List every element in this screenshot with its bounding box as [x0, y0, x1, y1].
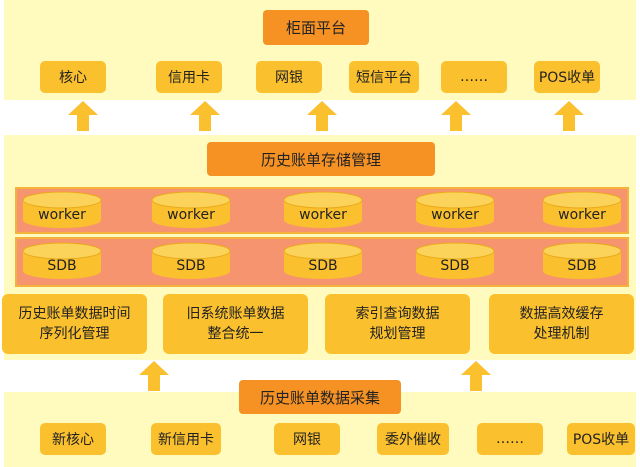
sdb-node: SDB — [22, 242, 102, 280]
top-item-pos: POS收单 — [534, 61, 600, 93]
sdb-label: SDB — [440, 257, 470, 274]
worker-label: worker — [299, 206, 347, 223]
up-arrow-icon — [68, 101, 98, 131]
up-arrow-icon — [139, 361, 169, 391]
module-line: 索引查询数据 — [355, 306, 440, 322]
sdb-node: SDB — [542, 242, 622, 280]
sdb-node: SDB — [151, 242, 231, 280]
sdb-label: SDB — [308, 257, 338, 274]
bottom-item-ellipsis: …… — [477, 423, 543, 455]
worker-label: worker — [38, 206, 86, 223]
up-arrow-icon — [554, 101, 584, 131]
sdb-label: SDB — [47, 257, 77, 274]
worker-label: worker — [167, 206, 215, 223]
worker-node: worker — [283, 191, 363, 229]
module-cache: 数据高效缓存 处理机制 — [489, 294, 634, 354]
up-arrow-icon — [461, 361, 491, 391]
history-bill-storage-header: 历史账单存储管理 — [207, 142, 435, 176]
worker-node: worker — [415, 191, 495, 229]
up-arrow-icon — [441, 101, 471, 131]
worker-label: worker — [431, 206, 479, 223]
module-line: 处理机制 — [533, 326, 590, 342]
module-line: 旧系统账单数据 — [186, 306, 285, 322]
counter-platform-header: 柜面平台 — [263, 10, 369, 45]
worker-node: worker — [542, 191, 622, 229]
up-arrow-icon — [307, 101, 337, 131]
history-bill-collection-header: 历史账单数据采集 — [239, 380, 401, 414]
module-line: 历史账单数据时间 — [18, 306, 131, 322]
module-line: 规划管理 — [369, 326, 426, 342]
bottom-item-online-banking: 网银 — [274, 423, 340, 455]
bottom-item-new-core: 新核心 — [40, 423, 106, 455]
module-line: 序列化管理 — [39, 326, 110, 342]
module-line: 数据高效缓存 — [519, 306, 604, 322]
bottom-item-pos: POS收单 — [567, 423, 635, 455]
module-index-query: 索引查询数据 规划管理 — [325, 294, 470, 354]
sdb-node: SDB — [415, 242, 495, 280]
sdb-node: SDB — [283, 242, 363, 280]
top-item-sms-platform: 短信平台 — [349, 61, 419, 93]
worker-node: worker — [22, 191, 102, 229]
bottom-item-collection-outsourcing: 委外催收 — [377, 423, 449, 455]
top-item-core: 核心 — [40, 61, 106, 93]
worker-label: worker — [558, 206, 606, 223]
top-item-ellipsis: …… — [441, 61, 507, 93]
sdb-label: SDB — [176, 257, 206, 274]
top-item-online-banking: 网银 — [256, 61, 322, 93]
bottom-item-new-credit-card: 新信用卡 — [151, 423, 221, 455]
worker-node: worker — [151, 191, 231, 229]
module-line: 整合统一 — [207, 326, 264, 342]
up-arrow-icon — [190, 101, 220, 131]
module-legacy-integration: 旧系统账单数据 整合统一 — [163, 294, 308, 354]
sdb-label: SDB — [567, 257, 597, 274]
top-item-credit-card: 信用卡 — [156, 61, 222, 93]
module-time-series: 历史账单数据时间 序列化管理 — [2, 294, 147, 354]
